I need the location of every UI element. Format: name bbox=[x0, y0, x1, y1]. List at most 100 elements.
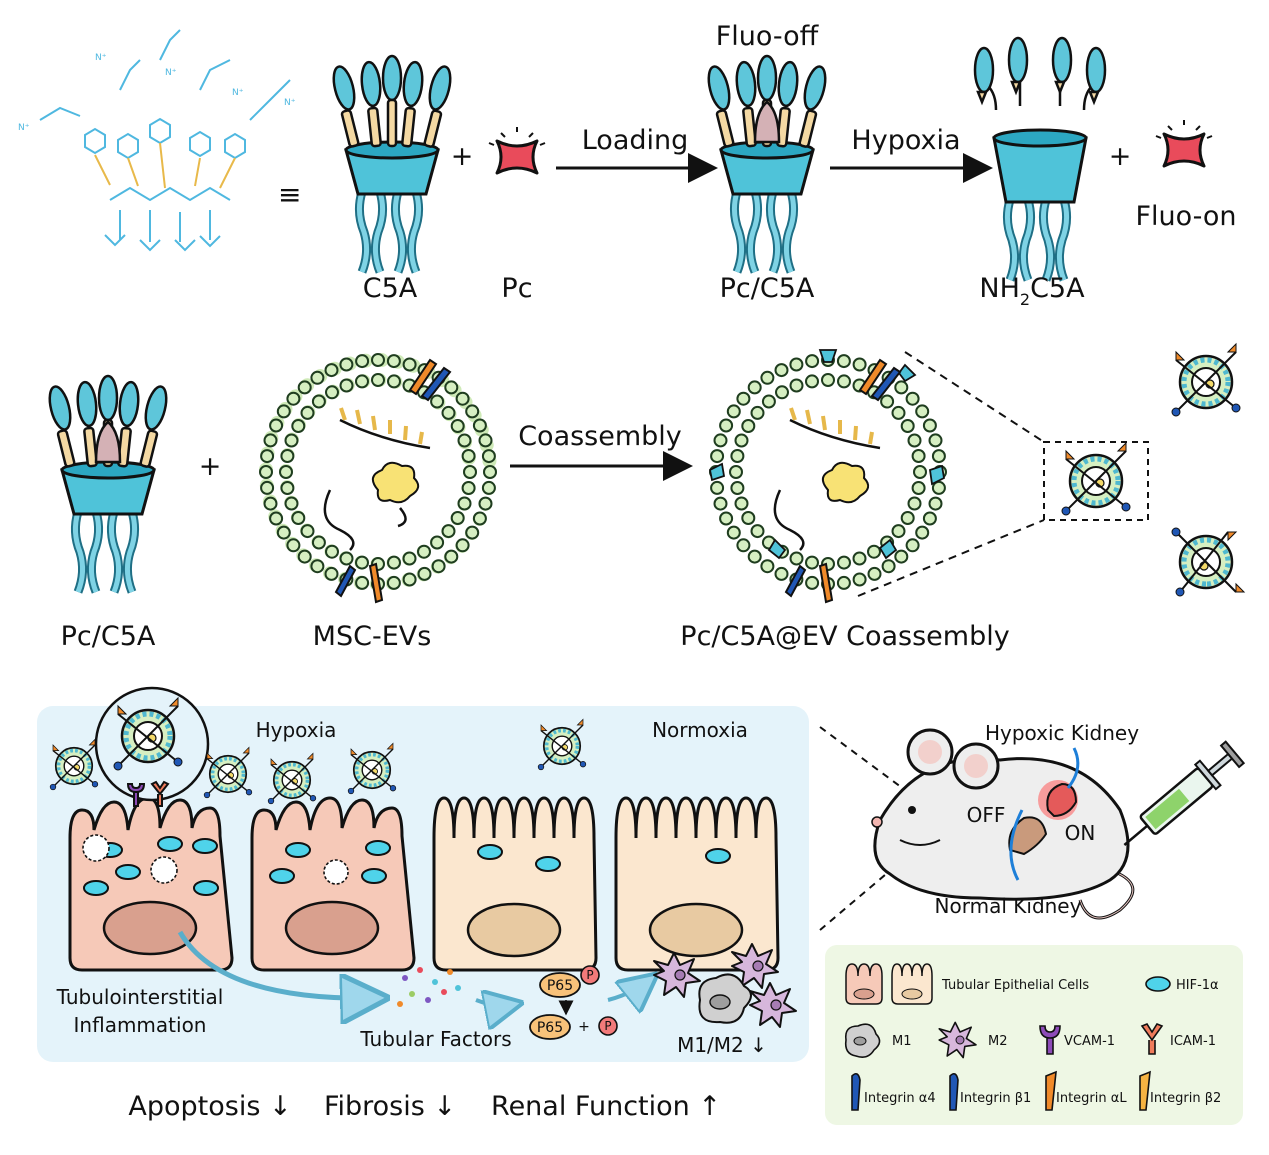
factor-arrow bbox=[475, 1000, 516, 1005]
fluo-off-label: Fluo-off bbox=[716, 21, 820, 52]
pc-dye-icon bbox=[488, 126, 546, 175]
coassembly-cargo bbox=[773, 407, 881, 551]
lipid-head bbox=[444, 549, 459, 564]
lipid-head bbox=[430, 535, 445, 550]
lipid-head bbox=[713, 496, 728, 511]
lipid-head bbox=[805, 555, 819, 570]
lipid-head bbox=[907, 433, 922, 448]
lipid-head bbox=[789, 357, 804, 372]
legend-icam: ICAM-1 bbox=[1170, 1034, 1216, 1049]
lipid-head bbox=[852, 572, 867, 587]
label-nh2c5a: NH2C5A bbox=[979, 273, 1085, 309]
lipid-head bbox=[339, 378, 354, 393]
lipid-head bbox=[774, 566, 789, 581]
lipid-head bbox=[750, 524, 765, 539]
legend-int-a4: Integrin α4 bbox=[864, 1091, 936, 1106]
legend-m1: M1 bbox=[892, 1034, 912, 1049]
lipid-head bbox=[900, 419, 915, 433]
coassembly-arrow-label: Coassembly bbox=[518, 421, 682, 452]
mouse-icon bbox=[871, 728, 1135, 920]
hypoxia-arrow-label: Hypoxia bbox=[851, 125, 960, 156]
lipid-head bbox=[789, 378, 804, 393]
lipid-head bbox=[719, 511, 734, 526]
lipid-head bbox=[852, 551, 867, 566]
label-pc-c5a-2: Pc/C5A bbox=[61, 621, 156, 652]
lipid-head bbox=[891, 524, 906, 539]
lipid-head bbox=[465, 525, 480, 540]
lipid-head bbox=[478, 433, 493, 448]
lipid-head bbox=[297, 549, 312, 564]
lipid-head bbox=[263, 496, 278, 511]
lipid-head bbox=[339, 551, 354, 566]
apoptosis-label: Apoptosis ↓ bbox=[128, 1091, 291, 1122]
lipid-head bbox=[867, 566, 882, 581]
lipid-head bbox=[444, 380, 459, 395]
lipid-head bbox=[300, 405, 315, 420]
lipid-head bbox=[461, 481, 476, 495]
legend-int-b2: Integrin β2 bbox=[1150, 1091, 1221, 1106]
lipid-head bbox=[900, 511, 915, 525]
lipid-head bbox=[463, 465, 477, 479]
lipid-head bbox=[450, 419, 465, 433]
lipid-head bbox=[431, 559, 446, 574]
small-ev-icon-1 bbox=[1062, 443, 1130, 515]
svg-text:N⁺: N⁺ bbox=[18, 123, 30, 133]
outcomes: Apoptosis ↓ Fibrosis ↓ Renal Function ↑ bbox=[128, 1091, 721, 1122]
lipid-head bbox=[402, 357, 417, 372]
hypoxic-kidney-pointer bbox=[1066, 747, 1080, 789]
lipid-head bbox=[905, 538, 920, 553]
lipid-head bbox=[386, 575, 401, 590]
lipid-head bbox=[911, 449, 926, 463]
lipid-head bbox=[726, 404, 741, 419]
off-label: OFF bbox=[967, 803, 1006, 827]
zoom-box bbox=[1043, 441, 1149, 521]
lipid-head bbox=[761, 394, 776, 409]
lipid-head bbox=[483, 465, 497, 479]
small-ev-icon-2 bbox=[1172, 344, 1240, 416]
normoxia-label: Normoxia bbox=[652, 718, 748, 742]
lipid-head bbox=[276, 404, 291, 419]
label-pc: Pc bbox=[501, 273, 532, 304]
equivalence-symbol: ≡ bbox=[278, 178, 301, 211]
pc-c5a-icon bbox=[705, 56, 829, 272]
lipid-head bbox=[805, 354, 820, 369]
lipid-head bbox=[291, 419, 306, 433]
label-coassembly: Pc/C5A@EV Coassembly bbox=[680, 621, 1009, 652]
lipid-head bbox=[284, 433, 299, 448]
lipid-head bbox=[789, 551, 804, 566]
tubular-cell-normal-1 bbox=[432, 796, 598, 972]
lipid-head bbox=[286, 391, 301, 406]
lipid-head bbox=[760, 559, 775, 574]
lipid-head bbox=[355, 555, 369, 570]
lipid-head bbox=[736, 391, 751, 406]
lipid-head bbox=[311, 535, 326, 550]
apoptotic-bodies bbox=[82, 834, 349, 885]
lipid-head bbox=[441, 524, 456, 539]
lipid-head bbox=[734, 496, 749, 511]
svg-text:P: P bbox=[586, 968, 593, 982]
lipid-head bbox=[726, 525, 741, 540]
loading-label: Loading bbox=[582, 125, 689, 156]
svg-text:P65: P65 bbox=[547, 978, 573, 994]
lipid-head bbox=[457, 496, 472, 511]
lipid-head bbox=[455, 538, 470, 553]
lipid-head bbox=[915, 404, 930, 419]
lipid-head bbox=[922, 418, 937, 433]
zoom-line-bottom bbox=[857, 519, 1045, 597]
normal-kidney-label: Normal Kidney bbox=[935, 894, 1082, 918]
label-c5a: C5A bbox=[363, 273, 418, 304]
fluo-on-label: Fluo-on bbox=[1135, 201, 1236, 232]
lipid-head bbox=[441, 405, 456, 420]
lipid-head bbox=[310, 370, 325, 385]
legend-hif-icon bbox=[1145, 976, 1171, 992]
macrophage-arrow bbox=[607, 978, 652, 1000]
lipid-head bbox=[713, 433, 728, 448]
lipid-head bbox=[450, 511, 465, 525]
lipid-head bbox=[734, 433, 749, 448]
legend-integrin-icons bbox=[851, 1070, 1151, 1111]
nh2c5a-icon bbox=[973, 36, 1107, 282]
ev-lipid-rings bbox=[259, 353, 497, 591]
svg-text:N⁺: N⁺ bbox=[165, 68, 177, 78]
lipid-head bbox=[371, 353, 385, 367]
pc-free-icon bbox=[1155, 119, 1213, 168]
